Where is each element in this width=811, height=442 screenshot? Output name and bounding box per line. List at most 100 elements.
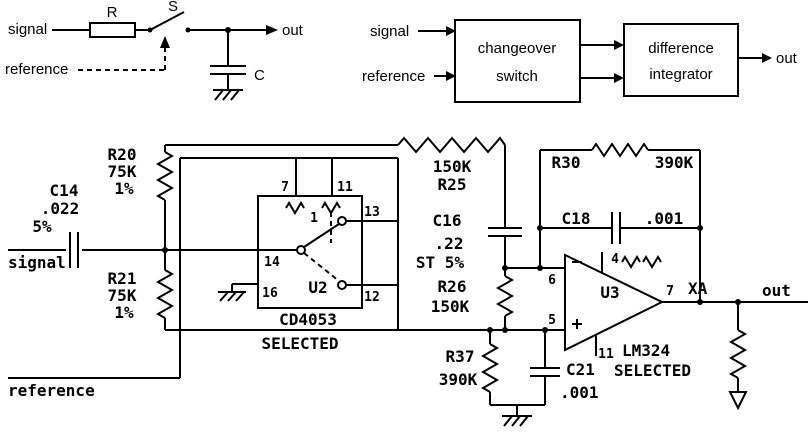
arrowhead-up [160,36,170,48]
resistor-zigzag [155,151,175,201]
signal-label: signal [8,21,47,38]
resistor-r25: 150K R25 [397,136,506,194]
wire [8,330,181,379]
r37-name: R37 [446,347,475,366]
ground-symbol [213,89,243,101]
arrowhead [446,26,456,36]
box2-line2: integrator [649,66,712,83]
u2-pin1: 1 [310,211,318,226]
capacitor-c16-symbol [488,227,522,237]
r21-value: 75K [108,286,137,305]
power-mark-symbol [621,255,641,269]
resistor-zigzag [397,136,506,154]
switch-element-symbol [321,201,341,215]
u3-part: LM324 [622,341,670,360]
switch-arm-alt-dashed [303,252,340,282]
wire [490,404,545,416]
capacitor-c-label: C [254,67,265,84]
out-label: out [776,50,798,67]
arrowhead [762,53,772,63]
r20-tol: 1% [114,179,134,198]
arrowhead [614,73,624,83]
resistor-zigzag [480,343,500,393]
u2-inner-box [257,195,363,309]
c21-value: .001 [560,383,599,402]
box2-line1: difference [648,40,714,57]
resistor-r21: R21 75K 1% [108,250,175,330]
arrowhead [266,25,278,35]
u2-pin16: 16 [262,286,278,301]
junction-dot [502,327,508,333]
u3-pin4: 4 [611,252,619,267]
u3-pin5: 5 [548,313,556,328]
c18-name: C18 [562,209,591,228]
capacitor-c18-symbol [611,212,621,244]
top-left-circuit: signal R S out C reference [5,0,304,101]
r20-value: 75K [108,162,137,181]
r30-value: 390K [655,153,694,172]
switch-s-label: S [168,0,178,15]
c14-name: C14 [50,181,79,200]
switch-element-symbol [285,201,305,215]
u2-part: CD4053 [279,310,337,329]
c16-value: .22 [435,234,464,253]
block-diagram: signal reference changeover switch diffe… [362,19,798,103]
u2-note: SELECTED [261,334,338,353]
resistor-r20: R20 75K 1% [108,145,175,250]
ic-u2-cd4053: 7 11 1 13 12 14 16 U2 CD4053 SELECTED [179,157,399,353]
u2-pin14: 14 [264,255,280,270]
r25-value: 150K [433,157,472,176]
r37-value: 390K [439,370,478,389]
out-label: out [762,281,791,300]
wire [231,283,258,292]
r26-value: 150K [431,297,470,316]
r21-name: R21 [108,269,137,288]
u2-pin7: 7 [281,180,289,195]
capacitor-c14-symbol [69,232,79,268]
u3-note: SELECTED [614,361,691,380]
output-load [728,299,748,411]
ground-symbol [502,415,532,427]
opamp-u3: 6 5 4 11 U3 LM324 SELECTED 7 XA out [548,252,808,380]
switch-terminal [147,27,153,33]
main-schematic: signal C14 .022 5% R20 75K 1% R21 75K 1% [8,136,808,427]
xa-label: XA [688,279,708,298]
box1-line2: switch [496,68,538,85]
noninverting-sign [572,319,582,329]
u2-pin11: 11 [337,180,353,195]
c16-r26-chain: C16 .22 ST 5% R26 150K [416,145,565,333]
feedback-network: R30 390K C18 .001 [537,142,703,305]
capacitor-c-symbol [210,65,246,75]
u3-name: U3 [600,283,619,302]
u2-pin12: 12 [364,290,380,305]
difference-integrator-box [623,23,739,97]
r25-name: R25 [438,175,467,194]
arrowhead [446,71,456,81]
c18-value: .001 [645,209,684,228]
opamp-triangle-symbol [564,253,665,352]
signal-input: signal C14 .022 5% [8,181,297,272]
u2-pin13: 13 [364,205,380,220]
u3-pin11: 11 [598,347,614,362]
resistor-r-label: R [107,4,118,21]
box1-line1: changeover [478,40,556,57]
r30-name: R30 [552,153,581,172]
u3-pin6: 6 [548,273,556,288]
power-mark-symbol [642,255,662,269]
resistor-zigzag [155,269,175,319]
c14-tol: 5% [32,217,52,236]
contact-circle [337,216,347,226]
ground-symbol [218,291,246,302]
u2-pin-stubs [295,158,333,196]
switch-arm-symbol [303,223,340,248]
c14-value: .022 [41,199,80,218]
reference-input: reference [8,330,181,400]
resistor-zigzag [728,329,748,379]
u2-outer-box [179,157,399,330]
r21-tol: 1% [114,303,134,322]
reference-label: reference [8,381,95,400]
resistor-r-symbol [89,22,136,38]
contact-circle [337,280,347,290]
